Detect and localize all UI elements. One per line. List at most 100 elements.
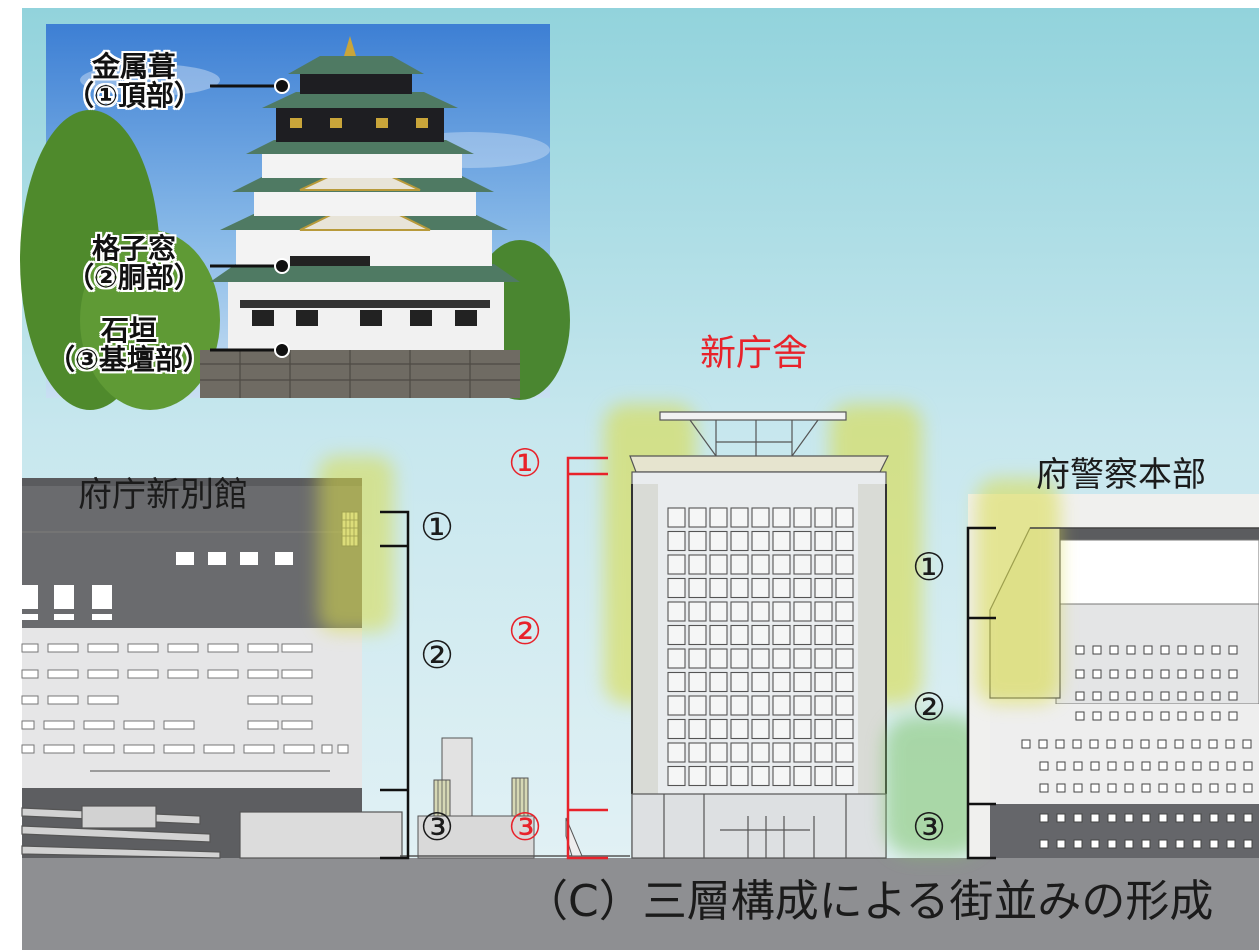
right-window bbox=[1228, 711, 1238, 721]
center-window bbox=[814, 718, 833, 740]
center-window bbox=[814, 648, 833, 669]
right-window bbox=[1192, 839, 1202, 849]
center-window bbox=[772, 601, 791, 622]
right-window bbox=[1175, 813, 1185, 823]
castle-photo bbox=[20, 24, 570, 410]
right-window bbox=[1056, 783, 1066, 793]
center-window bbox=[688, 601, 707, 622]
right-window bbox=[1177, 669, 1187, 679]
right-window bbox=[1160, 669, 1170, 679]
right-window bbox=[1177, 691, 1187, 701]
center-window bbox=[709, 554, 728, 575]
right-window bbox=[1039, 813, 1049, 823]
center-window bbox=[709, 671, 728, 693]
center-window bbox=[835, 718, 854, 740]
right-window bbox=[1174, 739, 1184, 749]
right-tier-2: ② bbox=[912, 685, 947, 729]
center-building-label: 新庁舎 bbox=[700, 333, 809, 374]
right-window bbox=[1092, 669, 1102, 679]
right-window bbox=[1092, 691, 1102, 701]
right-window bbox=[1158, 813, 1168, 823]
center-window bbox=[688, 530, 707, 552]
right-window bbox=[1160, 691, 1170, 701]
right-window bbox=[1107, 761, 1117, 771]
center-window bbox=[688, 507, 707, 528]
right-window bbox=[1243, 783, 1253, 793]
right-window bbox=[1124, 761, 1134, 771]
right-window bbox=[1143, 669, 1153, 679]
right-window bbox=[1228, 669, 1238, 679]
center-window bbox=[730, 718, 749, 740]
right-window bbox=[1192, 761, 1202, 771]
right-window bbox=[1211, 669, 1221, 679]
center-window bbox=[772, 742, 791, 763]
center-window bbox=[835, 671, 854, 693]
center-window bbox=[772, 671, 791, 693]
center-window bbox=[793, 742, 812, 763]
right-window bbox=[1226, 783, 1236, 793]
center-window bbox=[688, 554, 707, 575]
center-building bbox=[604, 404, 922, 859]
right-window bbox=[1209, 813, 1219, 823]
right-window bbox=[1124, 839, 1134, 849]
center-window bbox=[688, 624, 707, 646]
center-window bbox=[709, 577, 728, 599]
center-window bbox=[793, 695, 812, 716]
center-window bbox=[751, 554, 770, 575]
right-window bbox=[1107, 813, 1117, 823]
center-window bbox=[793, 718, 812, 740]
center-window bbox=[835, 577, 854, 599]
center-window bbox=[667, 601, 686, 622]
right-window bbox=[1126, 691, 1136, 701]
right-window bbox=[1073, 783, 1083, 793]
center-window bbox=[835, 648, 854, 669]
center-window bbox=[667, 577, 686, 599]
center-window bbox=[793, 671, 812, 693]
right-window bbox=[1141, 839, 1151, 849]
center-window bbox=[667, 530, 686, 552]
right-window bbox=[1242, 739, 1252, 749]
center-window bbox=[688, 765, 707, 787]
right-window bbox=[1143, 645, 1153, 655]
center-window bbox=[835, 601, 854, 622]
center-window bbox=[730, 695, 749, 716]
right-window bbox=[1209, 761, 1219, 771]
right-window bbox=[1092, 711, 1102, 721]
center-window bbox=[772, 554, 791, 575]
center-window bbox=[667, 624, 686, 646]
center-window bbox=[730, 648, 749, 669]
right-window bbox=[1039, 783, 1049, 793]
center-window bbox=[667, 507, 686, 528]
right-window bbox=[1056, 761, 1066, 771]
center-window bbox=[835, 530, 854, 552]
callout-roof-name: 金属葺 bbox=[91, 50, 176, 83]
center-window bbox=[709, 624, 728, 646]
callout-window: 格子窓 （②胴部） bbox=[54, 234, 214, 293]
right-window bbox=[1075, 711, 1085, 721]
right-building bbox=[884, 478, 1259, 858]
center-window bbox=[667, 765, 686, 787]
callout-roof: 金属葺 （①頂部） bbox=[54, 52, 214, 111]
right-window bbox=[1021, 739, 1031, 749]
center-window bbox=[835, 624, 854, 646]
right-window bbox=[1191, 739, 1201, 749]
callout-base-part: （③基壇部） bbox=[47, 343, 211, 377]
right-tier-bracket bbox=[966, 526, 996, 860]
right-window bbox=[1228, 645, 1238, 655]
center-window bbox=[709, 648, 728, 669]
center-window bbox=[730, 601, 749, 622]
center-window bbox=[772, 765, 791, 787]
left-tier-1: ① bbox=[420, 505, 455, 549]
right-window bbox=[1039, 761, 1049, 771]
center-window bbox=[814, 554, 833, 575]
right-window bbox=[1209, 783, 1219, 793]
center-window bbox=[667, 671, 686, 693]
center-window bbox=[688, 648, 707, 669]
callout-base-name: 石垣 bbox=[100, 314, 157, 347]
center-window bbox=[793, 601, 812, 622]
center-window bbox=[730, 530, 749, 552]
right-window bbox=[1143, 691, 1153, 701]
right-window bbox=[1075, 691, 1085, 701]
center-tier-bracket bbox=[566, 456, 608, 860]
center-window bbox=[793, 507, 812, 528]
